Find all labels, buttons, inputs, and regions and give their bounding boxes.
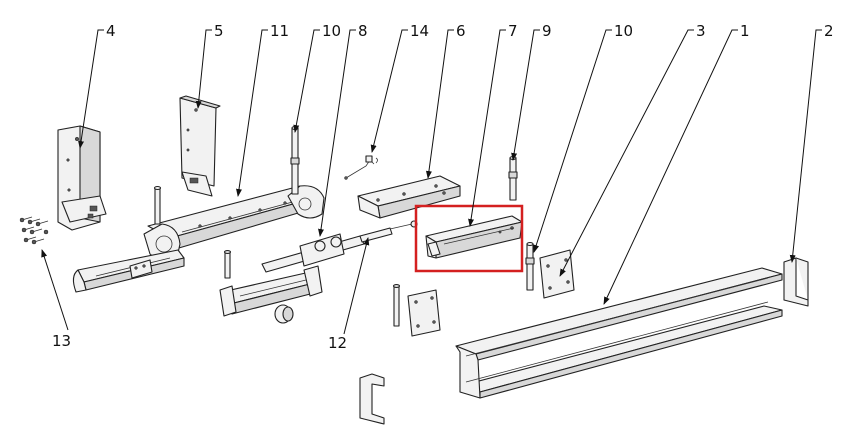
part-10-pin-left [290, 125, 300, 195]
part-4-side-bracket [57, 125, 107, 231]
callout-13: 13 [52, 332, 71, 350]
part-2-u-bracket [783, 257, 809, 307]
part-6-channel [357, 175, 461, 219]
part-8-actuator-cylinder [223, 220, 418, 279]
part-7-cross-bar [425, 215, 523, 259]
part-7-highlight-box [414, 204, 524, 273]
callout-4: 4 [106, 22, 116, 40]
u-bracket-lower [359, 373, 385, 425]
part-11-main-frame [72, 185, 325, 293]
callout-labels: 4 5 11 10 8 14 6 7 9 10 3 1 2 12 13 [52, 22, 834, 352]
callout-9: 9 [542, 22, 552, 40]
part-9-pin [508, 155, 518, 201]
callout-1: 1 [740, 22, 750, 40]
callout-14: 14 [410, 22, 429, 40]
callout-7: 7 [508, 22, 518, 40]
part-1-i-beam [455, 267, 783, 399]
part-10-pin-right [525, 241, 535, 291]
callout-5: 5 [214, 22, 224, 40]
part-3-end-plate [539, 249, 575, 299]
callout-12: 12 [328, 334, 347, 352]
end-plate-lower [392, 284, 441, 337]
part-13-bolt-set [19, 216, 49, 245]
callout-10b: 10 [614, 22, 633, 40]
part-5-mounting-plate [179, 95, 221, 197]
part-14-clip [344, 155, 378, 180]
callout-8: 8 [358, 22, 368, 40]
callout-11: 11 [270, 22, 289, 40]
callout-3: 3 [696, 22, 706, 40]
leader-lines [41, 29, 822, 335]
callout-6: 6 [456, 22, 466, 40]
part-12-lower-link-assembly [219, 265, 323, 324]
callout-10a: 10 [322, 22, 341, 40]
callout-2: 2 [824, 22, 834, 40]
